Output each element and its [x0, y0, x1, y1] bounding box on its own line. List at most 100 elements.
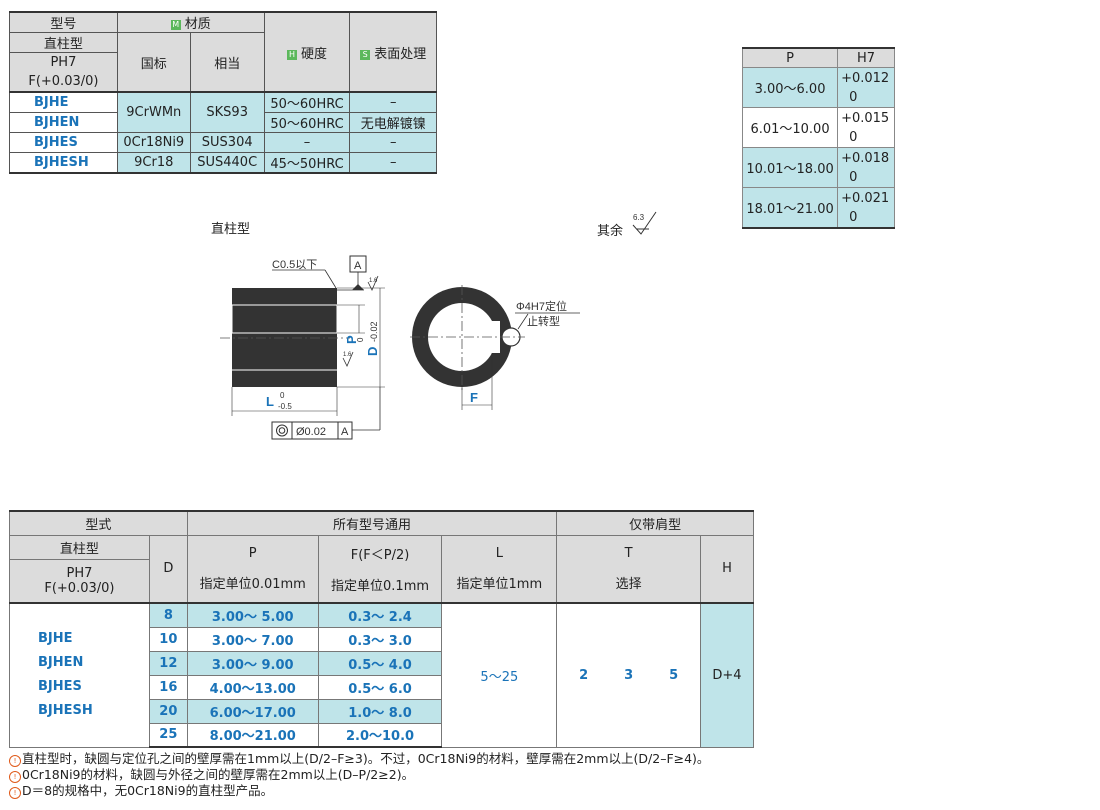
roughness-symbol-icon — [632, 211, 657, 235]
spec-d: 8 — [148, 602, 188, 628]
header-gb: 国标 — [116, 32, 191, 93]
spec-f: 0.3～ 2.4 — [317, 602, 443, 628]
spec-f: 1.0～ 8.0 — [317, 698, 443, 724]
spec-p: 6.00～17.00 — [186, 698, 319, 724]
gdt-value: Ø0.02 — [296, 426, 326, 438]
svg-text:1.6: 1.6 — [343, 352, 352, 358]
p-dimension: P — [344, 335, 359, 344]
spec-d: 20 — [148, 698, 188, 724]
tol-p: 6.01～10.00 — [741, 107, 839, 148]
spec-header-f: F(F＜P/2)指定单位0.1mm — [317, 534, 443, 604]
svg-text:1.6: 1.6 — [369, 278, 378, 284]
spec-p: 3.00～ 7.00 — [186, 626, 319, 652]
surface-value: – — [349, 132, 437, 153]
spec-f: 0.5～ 6.0 — [317, 674, 443, 700]
gb-value: 9CrWMn — [116, 92, 191, 133]
spec-p: 4.00～13.00 — [186, 674, 319, 700]
tol-header-h7: H7 — [837, 47, 895, 68]
svg-text:-0.5: -0.5 — [278, 402, 292, 411]
spec-d: 16 — [148, 674, 188, 700]
tol-p: 10.01～18.00 — [741, 147, 839, 188]
spec-f: 2.0～10.0 — [317, 722, 443, 748]
gb-value: 0Cr18Ni9 — [116, 132, 191, 153]
spec-h: D+4 — [700, 602, 754, 748]
front-view: F Φ4H7定位 止转型 — [410, 285, 580, 410]
spec-f: 0.3～ 3.0 — [317, 626, 443, 652]
drawing-title: 直柱型 — [211, 222, 251, 237]
spec-header-type: 型式 — [9, 510, 188, 536]
side-view-body — [232, 288, 337, 387]
header-ph7: PH7 — [9, 52, 118, 72]
roughness-value: 6.3 — [633, 213, 645, 222]
note-3: !D＝8的规格中，无0Cr18Ni9的直柱型产品。 — [9, 783, 273, 799]
material-badge-icon: M — [170, 20, 181, 30]
spec-f: 0.5～ 4.0 — [317, 650, 443, 676]
spec-d: 25 — [148, 722, 188, 748]
svg-text:-0.02: -0.02 — [369, 321, 379, 342]
technical-drawing: 6.3 C0.5以下 A 1.6 1.6 P D 0 -0.02 L 0 -0.… — [220, 211, 657, 440]
note-2: !0Cr18Ni9的材料，缺圆与外径之间的壁厚需在2mm以上(D–P/2≥2)。 — [9, 767, 414, 783]
concentricity-icon — [276, 424, 288, 437]
header-eq: 相当 — [189, 32, 265, 93]
eq-value: SUS440C — [189, 152, 265, 174]
spec-p: 8.00～21.00 — [186, 722, 319, 748]
surface-value: – — [349, 152, 437, 174]
f-dimension: F — [470, 390, 478, 405]
gdt-datum: A — [341, 426, 349, 438]
header-f: F(+0.03/0) — [9, 72, 118, 93]
spec-d: 10 — [148, 626, 188, 652]
surface-value: – — [349, 92, 437, 113]
hardness-value: 50～60HRC — [263, 112, 351, 133]
spec-header-h: H — [700, 534, 754, 604]
pin-label-sub: 止转型 — [527, 314, 560, 328]
note-marker-icon: ! — [9, 755, 21, 767]
code-bjhen: BJHEN — [9, 112, 118, 133]
code-bjhes: BJHES — [9, 132, 118, 153]
chamfer-label: C0.5以下 — [272, 259, 317, 271]
pin-label: Φ4H7定位 — [516, 299, 567, 313]
gb-value: 9Cr18 — [116, 152, 191, 174]
hardness-badge-icon: H — [287, 49, 298, 60]
spec-p: 3.00～ 5.00 — [186, 602, 319, 628]
eq-value: SUS304 — [189, 132, 265, 153]
spec-header-shoulder: 仅带肩型 — [556, 510, 754, 536]
surface-badge-icon: S — [360, 49, 371, 60]
spec-d: 12 — [148, 650, 188, 676]
eq-value: SKS93 — [189, 92, 265, 133]
surface-value: 无电解镀镍 — [349, 112, 437, 133]
spec-p: 3.00～ 9.00 — [186, 650, 319, 676]
note-1: !直柱型时，缺圆与定位孔之间的壁厚需在1mm以上(D/2–F≥3)。不过，0Cr… — [9, 751, 709, 767]
roughness-label: 其余 — [597, 224, 624, 239]
tol-p: 18.01～21.00 — [741, 187, 839, 229]
spec-header-all: 所有型号通用 — [186, 510, 558, 536]
spec-l: 5～25 — [441, 602, 558, 748]
tol-header-p: P — [741, 47, 839, 68]
roughness-small-icon — [342, 275, 379, 367]
header-shape: 直柱型 — [9, 32, 118, 53]
svg-text:0: 0 — [356, 337, 365, 342]
hardness-value: 45～50HRC — [263, 152, 351, 174]
svg-text:0: 0 — [280, 391, 285, 400]
hardness-value: – — [263, 132, 351, 153]
spec-header-shape: 直柱型 — [9, 534, 150, 560]
note-marker-icon: ! — [9, 787, 21, 799]
datum-label: A — [354, 260, 362, 272]
hardness-value: 50～60HRC — [263, 92, 351, 113]
tol-p: 3.00～6.00 — [741, 67, 839, 108]
note-marker-icon: ! — [9, 771, 21, 783]
